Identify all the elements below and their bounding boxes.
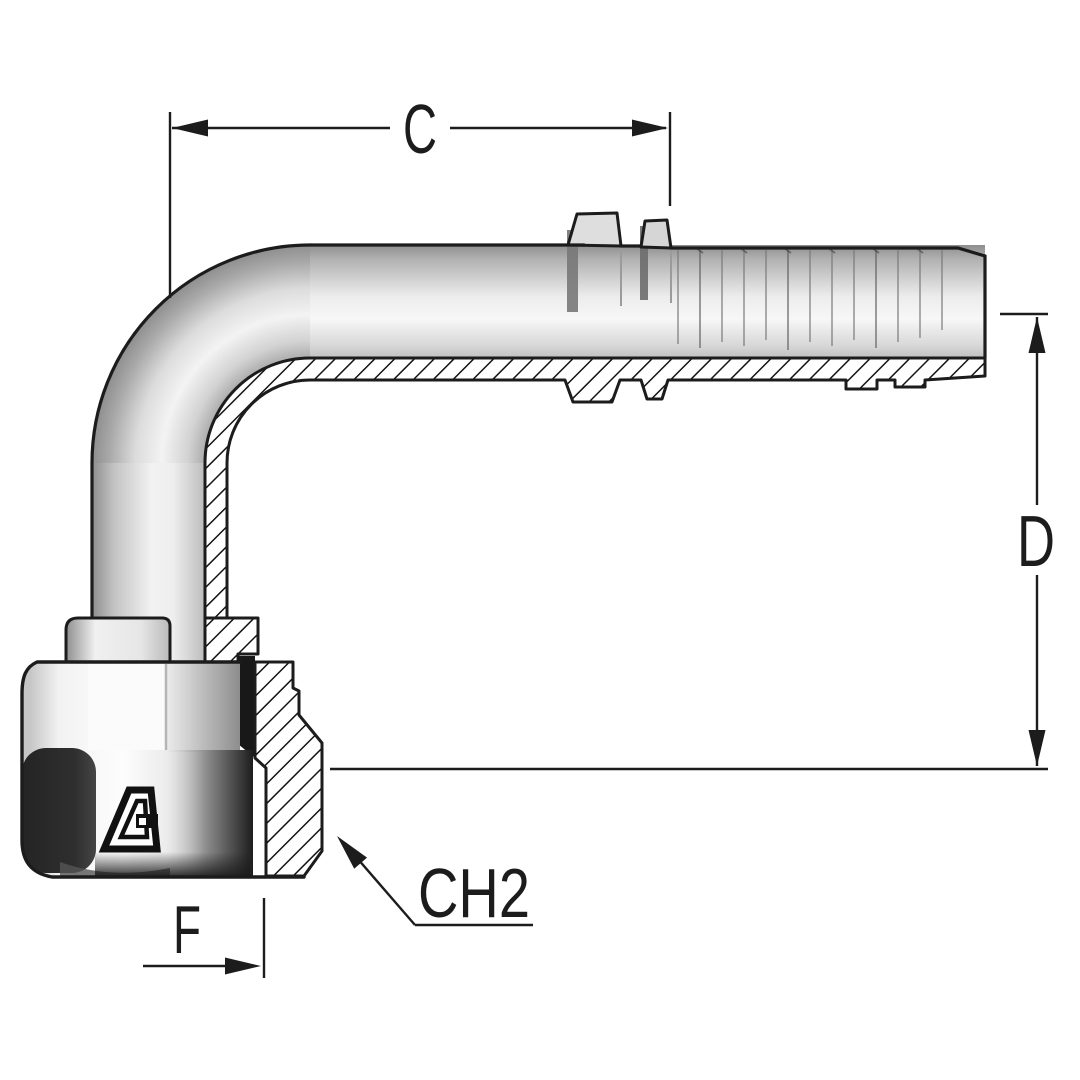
dimension-d: D [330, 312, 1055, 771]
c-arrow-right [632, 119, 668, 137]
d-arrow-down [1028, 730, 1046, 766]
dimension-c-label: C [403, 90, 437, 168]
dimension-f-label: F [173, 892, 201, 968]
d-arrow-up [1028, 317, 1046, 353]
pipe-wall-section [203, 356, 987, 620]
swivel-nut [20, 616, 306, 879]
tube-outline [90, 243, 987, 620]
step-collar [64, 616, 172, 664]
brand-logo [98, 786, 161, 853]
f-arrow-right [225, 957, 261, 975]
dimension-c: C [168, 90, 672, 298]
dimension-f: F [143, 892, 266, 978]
nut-dark-facet [22, 748, 96, 873]
thread-gap-bar [238, 656, 255, 758]
elbow-tube-body [90, 211, 987, 662]
dimension-d-label: D [1017, 502, 1055, 582]
ch2-leader-label: CH2 [337, 836, 533, 932]
cut-wall-hatching [203, 356, 987, 878]
nut-wall-section [253, 660, 324, 878]
locking-collar-rings [566, 211, 673, 250]
nut-outline [20, 660, 306, 879]
barb-serrations [677, 250, 943, 350]
ch2-label: CH2 [418, 854, 530, 932]
ch2-arrow [337, 836, 368, 869]
c-arrow-left [172, 119, 208, 137]
